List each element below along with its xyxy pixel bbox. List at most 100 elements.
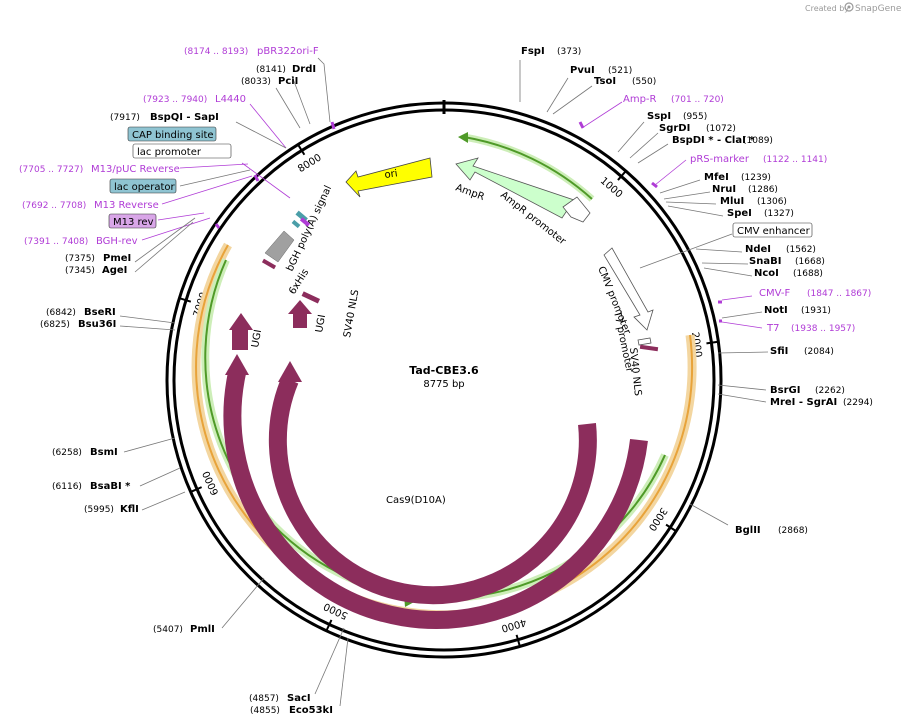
site-right-2-name[interactable]: TsoI [594, 76, 616, 87]
site-right-13-pos: (1931) [801, 306, 831, 316]
site-right-5-name[interactable]: BspDI * - ClaI * [672, 135, 755, 146]
site-right-7-name[interactable]: NruI [712, 184, 736, 195]
ampr-arrow[interactable] [455, 157, 575, 219]
lac-operator-label[interactable]: lac operator [114, 182, 175, 193]
t7-promoter-mark[interactable] [637, 337, 652, 346]
ori-arrow[interactable] [345, 157, 433, 198]
bgh-label: bGH poly(A) signal [285, 184, 334, 273]
site-right-14-pos: (2084) [804, 347, 834, 357]
sv40-nls-left-mark[interactable] [301, 291, 321, 304]
site-left-2-pos: (7917) [110, 113, 140, 123]
primer-left-1-name[interactable]: L4440 [215, 94, 246, 105]
plasmid-length: 8775 bp [423, 379, 464, 390]
site-left-7-name[interactable]: BsmI [90, 447, 118, 458]
site-right-13-name[interactable]: NotI [764, 305, 788, 316]
site-left-10-name[interactable]: PmlI [190, 624, 215, 635]
site-right-1-pos: (521) [608, 66, 632, 76]
ugi-inner-arrow[interactable] [288, 300, 312, 328]
primer-right-3-pos: (1938 .. 1957) [791, 324, 855, 334]
cap-binding-site-label[interactable]: CAP binding site [132, 130, 214, 141]
site-right-7-pos: (1286) [748, 185, 778, 195]
lac-promoter-label[interactable]: lac promoter [137, 147, 202, 158]
primer-right-2-name[interactable]: CMV-F [759, 288, 790, 299]
cas9-inner-arrowhead [278, 361, 302, 382]
cmv-enhancer-label[interactable]: CMV enhancer [737, 226, 811, 237]
tick-label-4000: 4000 [500, 616, 527, 634]
primer-left-0-pos: (8174 .. 8193) [184, 47, 248, 57]
site-right-10-name[interactable]: NdeI [745, 244, 771, 255]
primer-left-0-name[interactable]: pBR322ori-F [257, 46, 319, 57]
m13-rev-label[interactable]: M13 rev [113, 217, 154, 228]
snapgene-logo-icon [844, 2, 854, 12]
credit-prefix: Created by [805, 4, 849, 13]
primer-left-3-name[interactable]: M13 Reverse [94, 200, 159, 211]
site-left-4-name[interactable]: AgeI [102, 265, 127, 276]
site-right-1-name[interactable]: PvuI [570, 65, 595, 76]
site-left-1-name[interactable]: PciI [278, 76, 298, 87]
ampr-promoter-arrow[interactable] [562, 196, 591, 223]
site-right-17-name[interactable]: BglII [735, 525, 761, 536]
tick-label-8000: 8000 [296, 152, 323, 175]
site-left-5-name[interactable]: BseRI [84, 307, 116, 318]
primer-right-3-name[interactable]: T7 [766, 323, 779, 334]
ampr-label: AmpR [454, 182, 486, 203]
site-right-11-name[interactable]: SnaBI [749, 256, 781, 267]
his-tag-mark[interactable] [261, 258, 277, 270]
left-upper-features: bGH poly(A) signal 6xHis [261, 184, 334, 297]
ugi-outer-arrow[interactable] [229, 313, 253, 350]
cas9-outer-arc[interactable] [223, 371, 648, 629]
site-left-7-pos: (6258) [52, 448, 82, 458]
right-inner-features: CMV promoter T7 promoter SV40 NLS [595, 247, 659, 397]
tick-mark-4000 [515, 634, 521, 646]
site-left-12-name[interactable]: Eco53kI [289, 705, 333, 716]
ugi-outer-label: UGI [250, 329, 264, 349]
site-right-9-pos: (1327) [764, 209, 794, 219]
site-right-0-name[interactable]: FspI [521, 46, 545, 57]
site-left-9-name[interactable]: KflI [120, 504, 139, 515]
site-right-8-name[interactable]: MluI [720, 196, 744, 207]
ampr-green-arc-core [463, 136, 593, 200]
cmv-promoter-arrow[interactable] [603, 247, 654, 331]
tick-mark-7000 [180, 297, 192, 303]
site-right-16-name[interactable]: MreI - SgrAI [770, 397, 837, 408]
tick-mark-5000 [325, 619, 333, 631]
site-left-2-name[interactable]: BspQI - SapI [150, 112, 219, 123]
primer-right-0-pos: (701 .. 720) [671, 95, 724, 105]
cas9-outer-arrowhead [225, 354, 249, 375]
site-right-3-name[interactable]: SspI [647, 111, 671, 122]
primer-marks [214, 121, 722, 323]
primer-left-4-name[interactable]: BGH-rev [96, 236, 138, 247]
primer-left-2-pos: (7705 .. 7727) [19, 165, 83, 175]
site-right-14-name[interactable]: SfiI [770, 346, 788, 357]
site-right-4-name[interactable]: SgrDI [659, 123, 690, 134]
cas9-inner-arc[interactable] [268, 376, 597, 605]
site-left-11-name[interactable]: SacI [287, 693, 311, 704]
primer-right-1-name[interactable]: pRS-marker [690, 154, 750, 165]
bgh-polya-arrow[interactable] [264, 230, 295, 263]
site-left-0-name[interactable]: DrdI [292, 64, 316, 75]
site-right-10-pos: (1562) [786, 245, 816, 255]
sv40-nls-right-label: SV40 NLS [627, 347, 643, 396]
primer-right-1-pos: (1122 .. 1141) [763, 155, 827, 165]
site-left-5-pos: (6842) [46, 308, 76, 318]
site-left-8-name[interactable]: BsaBI * [90, 481, 131, 492]
site-right-6-name[interactable]: MfeI [704, 172, 729, 183]
primer-right-0-name[interactable]: Amp-R [623, 94, 657, 105]
primer-left-2-name[interactable]: M13/pUC Reverse [91, 164, 180, 175]
cas9-outer-label: Cas9 [397, 575, 422, 586]
site-left-3-name[interactable]: PmeI [103, 253, 131, 264]
ugi-inner-label: UGI [314, 314, 328, 334]
cas9-features: Cas9 Cas9(D10A) UGI UGI SV40 NLS [223, 289, 648, 629]
site-right-9-name[interactable]: SpeI [727, 208, 752, 219]
site-right-6-pos: (1239) [741, 173, 771, 183]
site-left-10-pos: (5407) [153, 625, 183, 635]
site-right-12-pos: (1688) [793, 269, 823, 279]
site-left-6-name[interactable]: Bsu36I [78, 319, 116, 330]
primer-right-2-pos: (1847 .. 1867) [807, 289, 871, 299]
boxed-feature-labels: CAP binding site lac promoter lac operat… [108, 126, 813, 238]
sv40-nls-right-mark[interactable] [639, 344, 659, 352]
site-right-12-name[interactable]: NcoI [754, 268, 779, 279]
site-right-15-name[interactable]: BsrGI [770, 385, 800, 396]
primer-left-3-pos: (7692 .. 7708) [22, 201, 86, 211]
